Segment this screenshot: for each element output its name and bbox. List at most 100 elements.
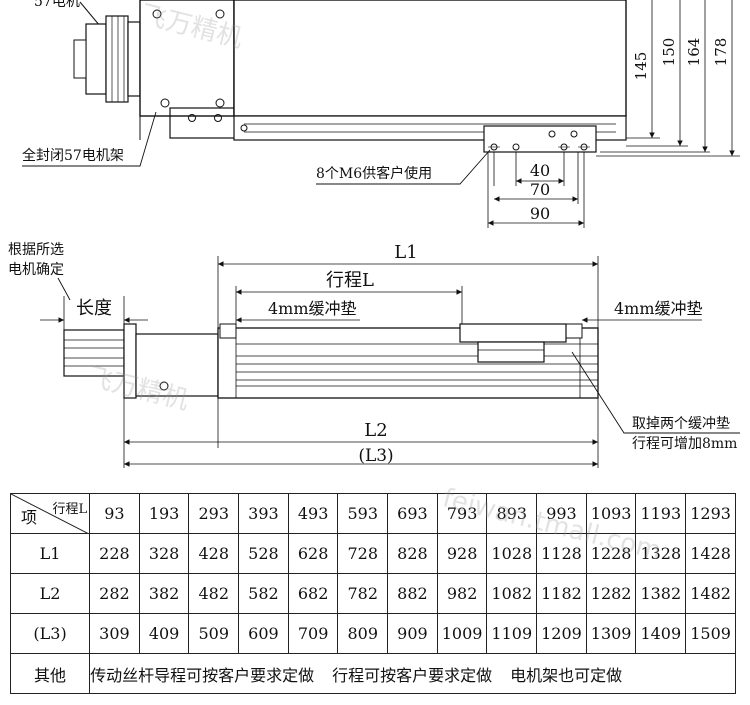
- note-text: 传动丝杆导程可按客户要求定做: [90, 665, 315, 685]
- table-cell: 482: [188, 573, 240, 614]
- table-cell: 282: [89, 573, 140, 614]
- table-cell: 909: [387, 613, 438, 654]
- L3-label: (L3): [358, 446, 393, 466]
- frame-label: 全封闭57电机架: [22, 147, 124, 164]
- side-view: 根据所选 电机确定 长度: [8, 242, 740, 468]
- dim-90: 90: [530, 204, 550, 223]
- table-corner-cell: 行程L 项: [9, 493, 91, 534]
- table-cell: 328: [138, 533, 190, 574]
- motor-top: [73, 15, 141, 103]
- table-cell: 682: [287, 573, 339, 614]
- table-cell: 1309: [585, 613, 637, 654]
- table-cell: 309: [89, 613, 140, 654]
- table-cell: 1282: [585, 573, 637, 614]
- dim-70: 70: [530, 180, 550, 199]
- table-cell: 793: [436, 493, 488, 534]
- length-label: 长度: [76, 298, 112, 319]
- slider-block: [459, 323, 567, 363]
- table-cell: 593: [337, 493, 389, 534]
- remove-note-line1: 取掉两个缓冲垫: [632, 416, 730, 432]
- vertical-dims: 145 150 164 178: [596, 0, 740, 157]
- table-cell: 982: [436, 573, 488, 614]
- motor-frame-side: [135, 333, 219, 397]
- table-cell: 1409: [635, 613, 687, 654]
- L1-label: L1: [394, 242, 417, 263]
- table-cell: 1182: [536, 573, 587, 614]
- frame-screw: [215, 98, 225, 108]
- table-cell: 509: [188, 613, 240, 654]
- table-cell: 393: [238, 493, 289, 534]
- table-cell: 693: [387, 493, 438, 534]
- L2-label: L2: [364, 420, 387, 441]
- notes-cell: 传动丝杆导程可按客户要求定做行程可按客户要求定做电机架也可定做: [89, 653, 736, 694]
- motor-label: 57电机: [34, 0, 80, 10]
- table-cell: 1209: [536, 613, 587, 654]
- table-cell: 628: [287, 533, 339, 574]
- dim-40: 40: [530, 161, 550, 180]
- table-cell: 809: [337, 613, 389, 654]
- dim-150: 150: [660, 38, 678, 67]
- buffer-right-label: 4mm缓冲垫: [614, 299, 703, 318]
- table-cell: 1193: [635, 493, 687, 534]
- table-cell: 193: [138, 493, 190, 534]
- table-cell: 1228: [585, 533, 637, 574]
- table-cell: 228: [89, 533, 140, 574]
- table-cell: 1482: [685, 573, 736, 614]
- row-label: (L3): [9, 613, 91, 654]
- table-cell: 782: [337, 573, 389, 614]
- motor-note-line2: 电机确定: [8, 262, 64, 278]
- table-cell: 882: [387, 573, 438, 614]
- table-cell: 582: [238, 573, 289, 614]
- dim-164: 164: [685, 38, 703, 67]
- table-cell: 1428: [685, 533, 736, 574]
- table-cell: 293: [188, 493, 240, 534]
- table-cell: 1328: [635, 533, 687, 574]
- motor-note-line1: 根据所选: [8, 242, 64, 258]
- table-cell: 828: [387, 533, 438, 574]
- table-cell: 93: [89, 493, 140, 534]
- carriage-top: [483, 125, 597, 153]
- row-label: 其他: [9, 653, 91, 694]
- row-label: L1: [9, 533, 91, 574]
- table-cell: 1082: [486, 573, 538, 614]
- table-cell: 1093: [585, 493, 637, 534]
- frame-screw: [152, 9, 162, 19]
- table-cell: 382: [138, 573, 190, 614]
- table-cell: 928: [436, 533, 488, 574]
- table-cell: 528: [238, 533, 289, 574]
- table-cell: 1009: [436, 613, 488, 654]
- table-cell: 1028: [486, 533, 538, 574]
- stroke-label: 行程L: [326, 270, 374, 291]
- top-view: 57电机: [22, 0, 740, 228]
- frame-screw: [160, 98, 170, 108]
- buffer-left-label: 4mm缓冲垫: [268, 299, 357, 318]
- dim-145: 145: [632, 52, 650, 81]
- table-cell: 1109: [486, 613, 538, 654]
- motor-side: [63, 323, 137, 399]
- table-cell: 1293: [685, 493, 736, 534]
- dim-178: 178: [712, 38, 730, 67]
- table-cell: 1382: [635, 573, 687, 614]
- corner-item-label: 项: [21, 508, 38, 527]
- table-cell: 709: [287, 613, 339, 654]
- rail-top: [233, 0, 627, 141]
- corner-stroke-label: 行程L: [52, 502, 88, 517]
- note-text: 电机架也可定做: [510, 665, 623, 685]
- motor-frame-top: [139, 0, 235, 140]
- table-cell: 428: [188, 533, 240, 574]
- frame-screw: [215, 9, 225, 19]
- remove-note-line2: 行程可增加8mm: [632, 436, 737, 452]
- table-cell: 409: [138, 613, 190, 654]
- bottom-dims: 40 70 90: [487, 152, 585, 228]
- table-cell: 1509: [685, 613, 736, 654]
- holes-label: 8个M6供客户使用: [316, 165, 432, 182]
- table-cell: 493: [287, 493, 339, 534]
- note-text: 行程可按客户要求定做: [332, 665, 493, 685]
- row-label: L2: [9, 573, 91, 614]
